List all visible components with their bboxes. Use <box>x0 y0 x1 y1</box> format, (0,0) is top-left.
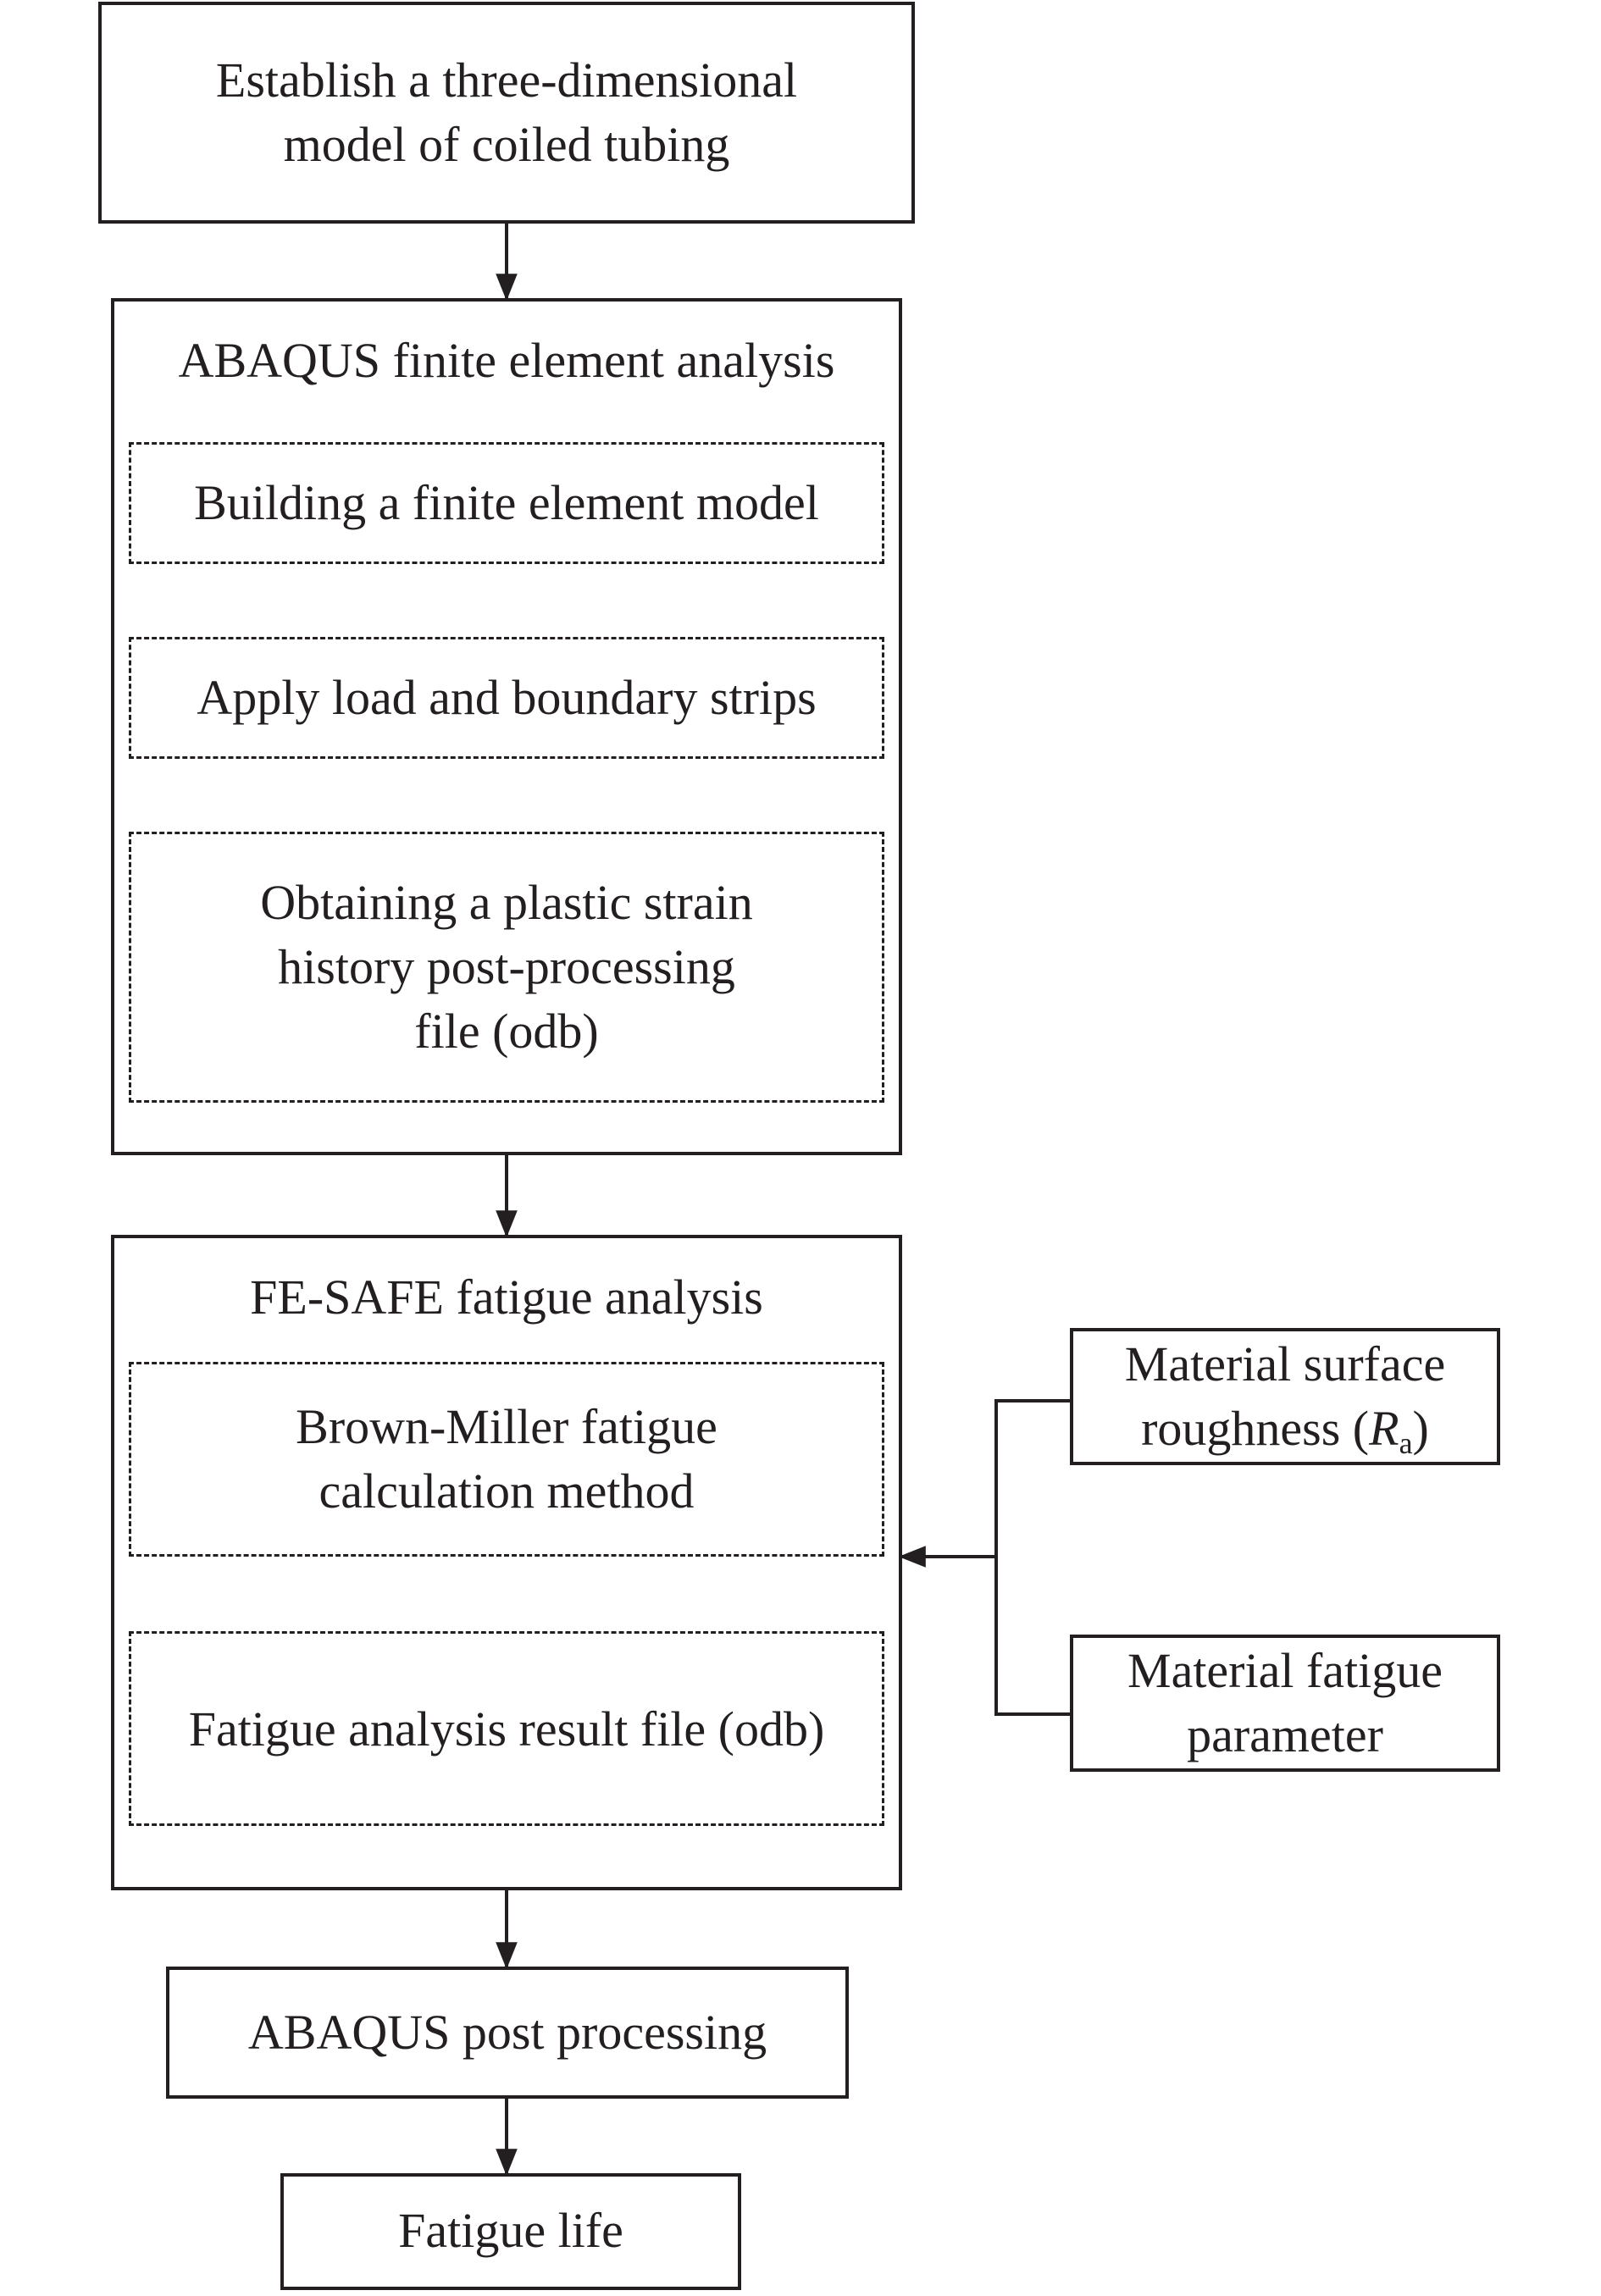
label-line: Material surface <box>1124 1336 1446 1391</box>
step-plastic-strain-label: Obtaining a plastic strain history post-… <box>129 832 884 1103</box>
label-line: Brown-Miller fatigue <box>296 1399 717 1454</box>
step-result-file-label: Fatigue analysis result file (odb) <box>188 1701 825 1757</box>
input-fatigue-parameter-label: Material fatigue parameter <box>1070 1635 1500 1772</box>
group-abaqus-fea <box>111 298 902 1155</box>
group-fesafe-title: FE-SAFE fatigue analysis <box>250 1270 763 1325</box>
input-surface-roughness-label: Material surface roughness (Ra) <box>1070 1328 1500 1465</box>
input-fatigue-parameter <box>1070 1635 1500 1772</box>
step-plastic-strain <box>129 832 884 1103</box>
label-line: calculation method <box>319 1463 695 1519</box>
label-line: model of coiled tubing <box>283 117 730 172</box>
step-brown-miller-label: Brown-Miller fatigue calculation method <box>129 1362 884 1557</box>
label-line: history post-processing <box>278 939 735 994</box>
label-line: Material fatigue <box>1127 1643 1443 1698</box>
step-brown-miller <box>129 1362 884 1557</box>
step-fatigue-life-label: Fatigue life <box>398 2203 623 2258</box>
bracket-inputs <box>994 1399 1070 1716</box>
step-build-model <box>129 442 884 564</box>
label-line: file (odb) <box>414 1004 599 1059</box>
text-fragment: ) <box>1412 1401 1429 1456</box>
group-fesafe <box>111 1235 902 1890</box>
text-fragment: roughness ( <box>1141 1401 1370 1456</box>
input-surface-roughness <box>1070 1328 1500 1465</box>
step-fatigue-life <box>280 2173 741 2290</box>
label-line: Obtaining a plastic strain <box>260 875 753 930</box>
symbol-subscript: a <box>1399 1426 1413 1460</box>
step-apply-load-label: Apply load and boundary strips <box>197 670 817 725</box>
step-establish-model <box>98 2 915 224</box>
symbol-r: R <box>1369 1401 1399 1456</box>
step-result-file <box>129 1631 884 1826</box>
group-abaqus-fea-title: ABAQUS finite element analysis <box>178 333 835 388</box>
step-post-processing <box>166 1967 849 2099</box>
step-apply-load <box>129 637 884 759</box>
step-build-model-label: Building a finite element model <box>194 475 819 530</box>
step-post-processing-label: ABAQUS post processing <box>247 2005 767 2060</box>
step-establish-model-label: Establish a three-dimensional model of c… <box>98 2 915 224</box>
label-line: parameter <box>1187 1707 1383 1762</box>
label-line-with-symbol: roughness (Ra) <box>1141 1397 1429 1461</box>
label-line: Establish a three-dimensional <box>215 53 798 108</box>
